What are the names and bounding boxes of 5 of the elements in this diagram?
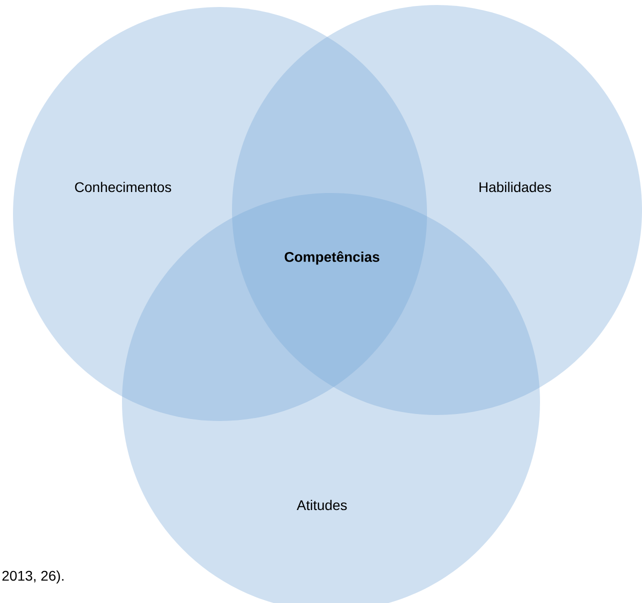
circle-label: Habilidades <box>480 182 552 192</box>
circle-label: Atitudes <box>296 500 347 510</box>
caption-text: 2013, 26). <box>2 570 64 584</box>
circle-label: Conhecimentos <box>75 182 172 192</box>
center-label: Competências <box>284 251 380 265</box>
